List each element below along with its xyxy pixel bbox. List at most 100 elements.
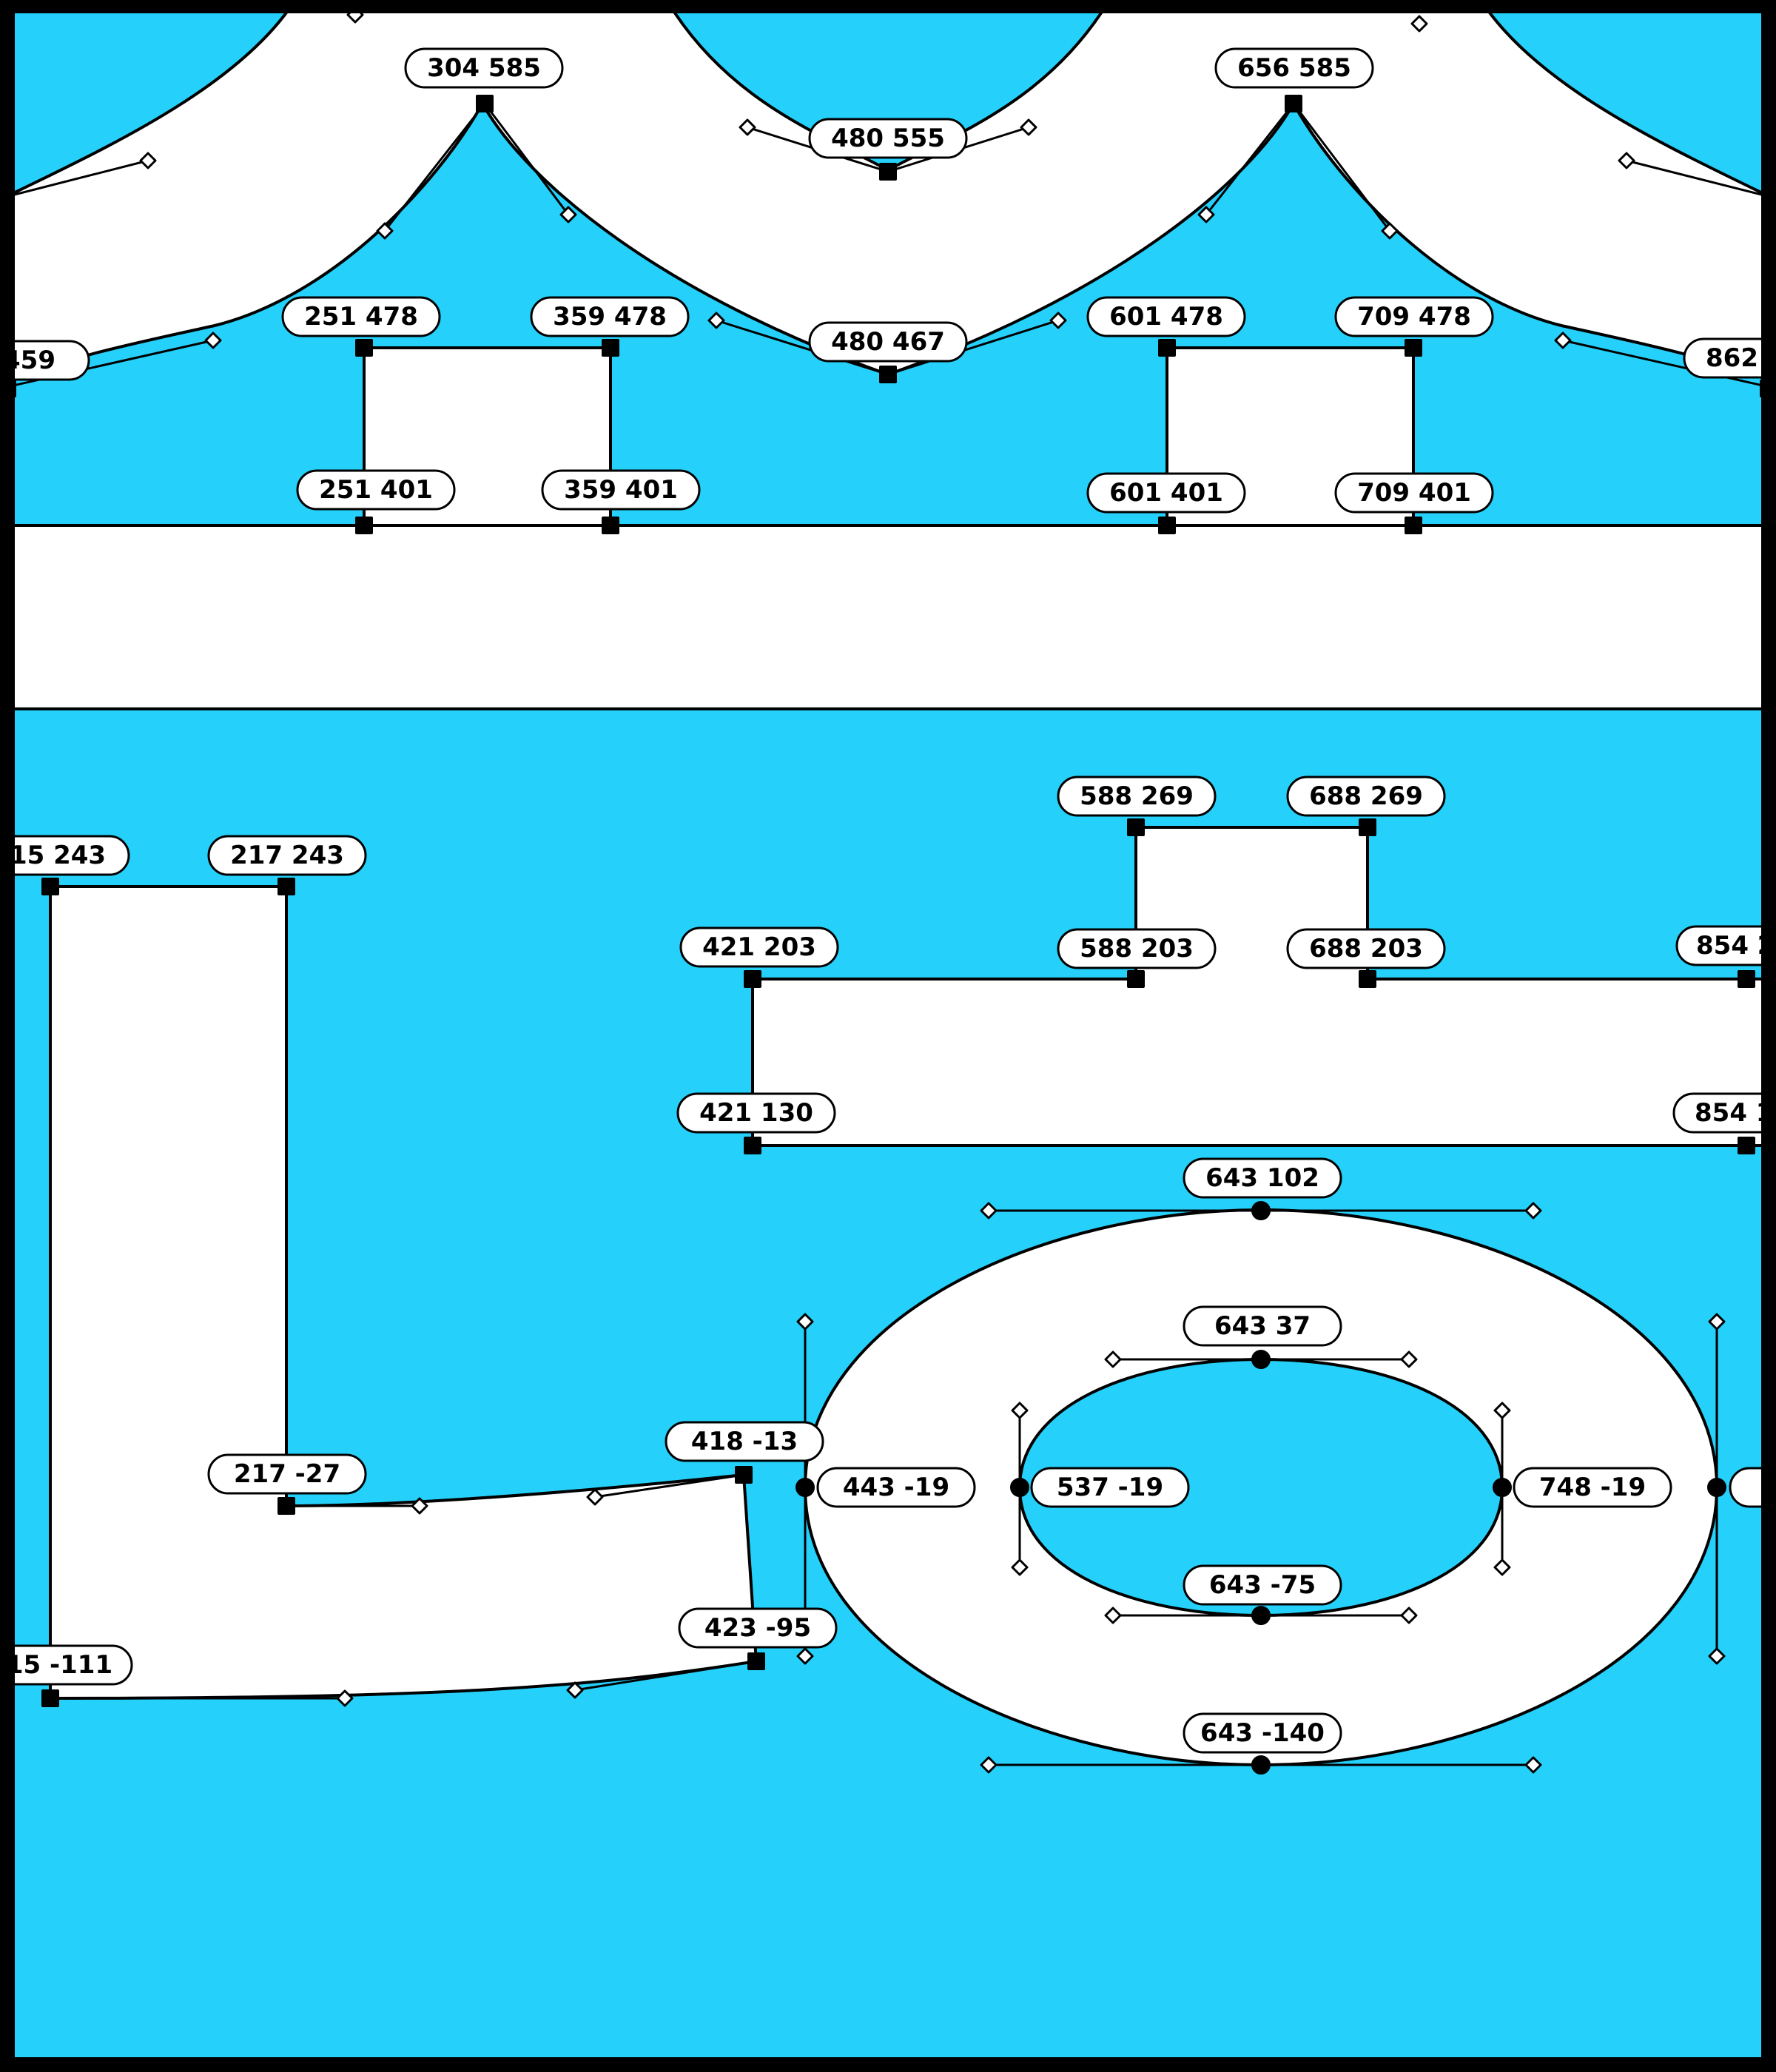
corner-point-marker <box>1127 818 1145 836</box>
handle-point-marker <box>411 1497 428 1515</box>
corner-point-marker <box>1738 1137 1755 1154</box>
handle-point-marker <box>1524 1756 1542 1774</box>
svg-text:423 -95: 423 -95 <box>704 1613 811 1643</box>
label-418-neg13: 418 -13 <box>665 1421 824 1462</box>
curve-point-marker <box>1493 1478 1512 1497</box>
handle-point-marker <box>1197 206 1215 223</box>
label-537-neg19: 537 -19 <box>1030 1467 1190 1508</box>
corner-point-marker <box>1359 818 1376 836</box>
svg-text:359 478: 359 478 <box>553 302 667 332</box>
label-480-467: 480 467 <box>808 321 968 363</box>
svg-text:443 -19: 443 -19 <box>843 1473 949 1502</box>
label-443-neg19: 443 -19 <box>816 1467 976 1508</box>
label-15-243: 15 243 <box>10 835 130 876</box>
label-304-585: 304 585 <box>404 47 564 89</box>
corner-point-marker <box>602 339 619 357</box>
svg-text:421 203: 421 203 <box>702 932 816 962</box>
label-748-neg19: 748 -19 <box>1513 1467 1672 1508</box>
svg-text:709 401: 709 401 <box>1357 478 1471 508</box>
svg-text:418 -13: 418 -13 <box>691 1427 798 1456</box>
handle-point-marker <box>1708 1313 1726 1331</box>
label-709-478: 709 478 <box>1334 296 1494 337</box>
label-15-neg111: 15 -111 <box>6 1644 133 1686</box>
label-423-neg95: 423 -95 <box>678 1607 838 1649</box>
handle-point-marker <box>559 206 577 223</box>
bottom-left-handles <box>50 1473 757 1700</box>
corner-point-marker <box>278 878 295 895</box>
corner-point-marker <box>476 95 494 112</box>
corner-point-marker <box>1158 339 1176 357</box>
corner-point-marker <box>1359 970 1376 988</box>
label-217-neg27: 217 -27 <box>207 1453 367 1495</box>
svg-text:854 2: 854 2 <box>1696 931 1775 961</box>
svg-text:862: 862 <box>1706 343 1758 373</box>
handle-point-marker <box>1020 118 1037 136</box>
corner-point-marker <box>41 878 59 895</box>
corner-point-marker <box>1285 95 1302 112</box>
corner-point-marker <box>1405 339 1422 357</box>
coordinate-labels: 304 585 656 585 480 555 251 478 359 478 … <box>6 47 1775 1754</box>
svg-text:480 467: 480 467 <box>831 327 945 357</box>
svg-text:15 243: 15 243 <box>10 841 106 870</box>
svg-text:688 269: 688 269 <box>1309 781 1423 811</box>
svg-text:688 203: 688 203 <box>1309 934 1423 963</box>
handle-point-marker <box>1618 152 1635 169</box>
label-359-401: 359 401 <box>541 469 701 511</box>
handle-point-marker <box>796 1313 814 1331</box>
svg-text:217 -27: 217 -27 <box>234 1459 340 1489</box>
handle-point-marker <box>1400 1350 1418 1368</box>
corner-point-marker <box>1158 517 1176 534</box>
label-588-203: 588 203 <box>1057 928 1217 969</box>
label-601-401: 601 401 <box>1086 472 1246 514</box>
label-601-478: 601 478 <box>1086 296 1246 337</box>
corner-point-marker <box>41 1689 59 1707</box>
handle-point-marker <box>1104 1607 1122 1624</box>
corner-point-marker <box>278 1497 295 1515</box>
svg-text:601 478: 601 478 <box>1109 302 1223 332</box>
label-421-130: 421 130 <box>676 1092 836 1134</box>
handle-point-marker <box>1400 1607 1418 1624</box>
svg-text:251 478: 251 478 <box>304 302 418 332</box>
bottom-right-bar <box>751 826 1761 1147</box>
corner-point-marker <box>1405 517 1422 534</box>
point-markers <box>15 13 1761 1775</box>
curve-point-marker <box>1707 1478 1726 1497</box>
label-421-203: 421 203 <box>679 926 839 968</box>
label-459: 459 <box>15 340 90 381</box>
label-251-401: 251 401 <box>296 469 456 511</box>
handle-point-marker <box>1104 1350 1122 1368</box>
svg-text:854 1: 854 1 <box>1695 1098 1773 1128</box>
svg-text:304 585: 304 585 <box>427 53 541 83</box>
handle-point-marker <box>1410 15 1428 33</box>
corner-point-marker <box>1738 970 1755 988</box>
svg-text:480 555: 480 555 <box>831 124 945 153</box>
handle-point-marker <box>1493 1558 1511 1576</box>
handle-point-marker <box>346 13 364 24</box>
handle-point-marker <box>336 1689 354 1707</box>
corner-point-marker <box>602 517 619 534</box>
handle-point-marker <box>566 1681 584 1699</box>
svg-text:643 102: 643 102 <box>1205 1163 1319 1193</box>
handle-point-marker <box>1011 1558 1029 1576</box>
handle-point-marker <box>980 1202 998 1220</box>
label-251-478: 251 478 <box>281 296 441 337</box>
corner-point-marker <box>879 163 897 181</box>
curve-point-marker <box>1251 1606 1271 1625</box>
handle-point-marker <box>376 222 394 240</box>
label-643-neg75: 643 -75 <box>1183 1564 1342 1606</box>
svg-text:15 -111: 15 -111 <box>6 1650 112 1680</box>
corner-point-marker <box>355 339 373 357</box>
label-656-585: 656 585 <box>1214 47 1374 89</box>
corner-point-marker <box>744 1137 761 1154</box>
handle-point-marker <box>980 1756 998 1774</box>
handle-point-marker <box>1049 312 1067 329</box>
curve-point-marker <box>1010 1478 1029 1497</box>
handle-point-marker <box>707 312 725 329</box>
svg-text:359 401: 359 401 <box>564 475 678 505</box>
label-right-edge-stub <box>1729 1467 1761 1508</box>
svg-text:643 37: 643 37 <box>1214 1311 1311 1341</box>
label-588-269: 588 269 <box>1057 776 1217 817</box>
handle-point-marker <box>1011 1402 1029 1419</box>
handle-point-marker <box>586 1488 604 1506</box>
